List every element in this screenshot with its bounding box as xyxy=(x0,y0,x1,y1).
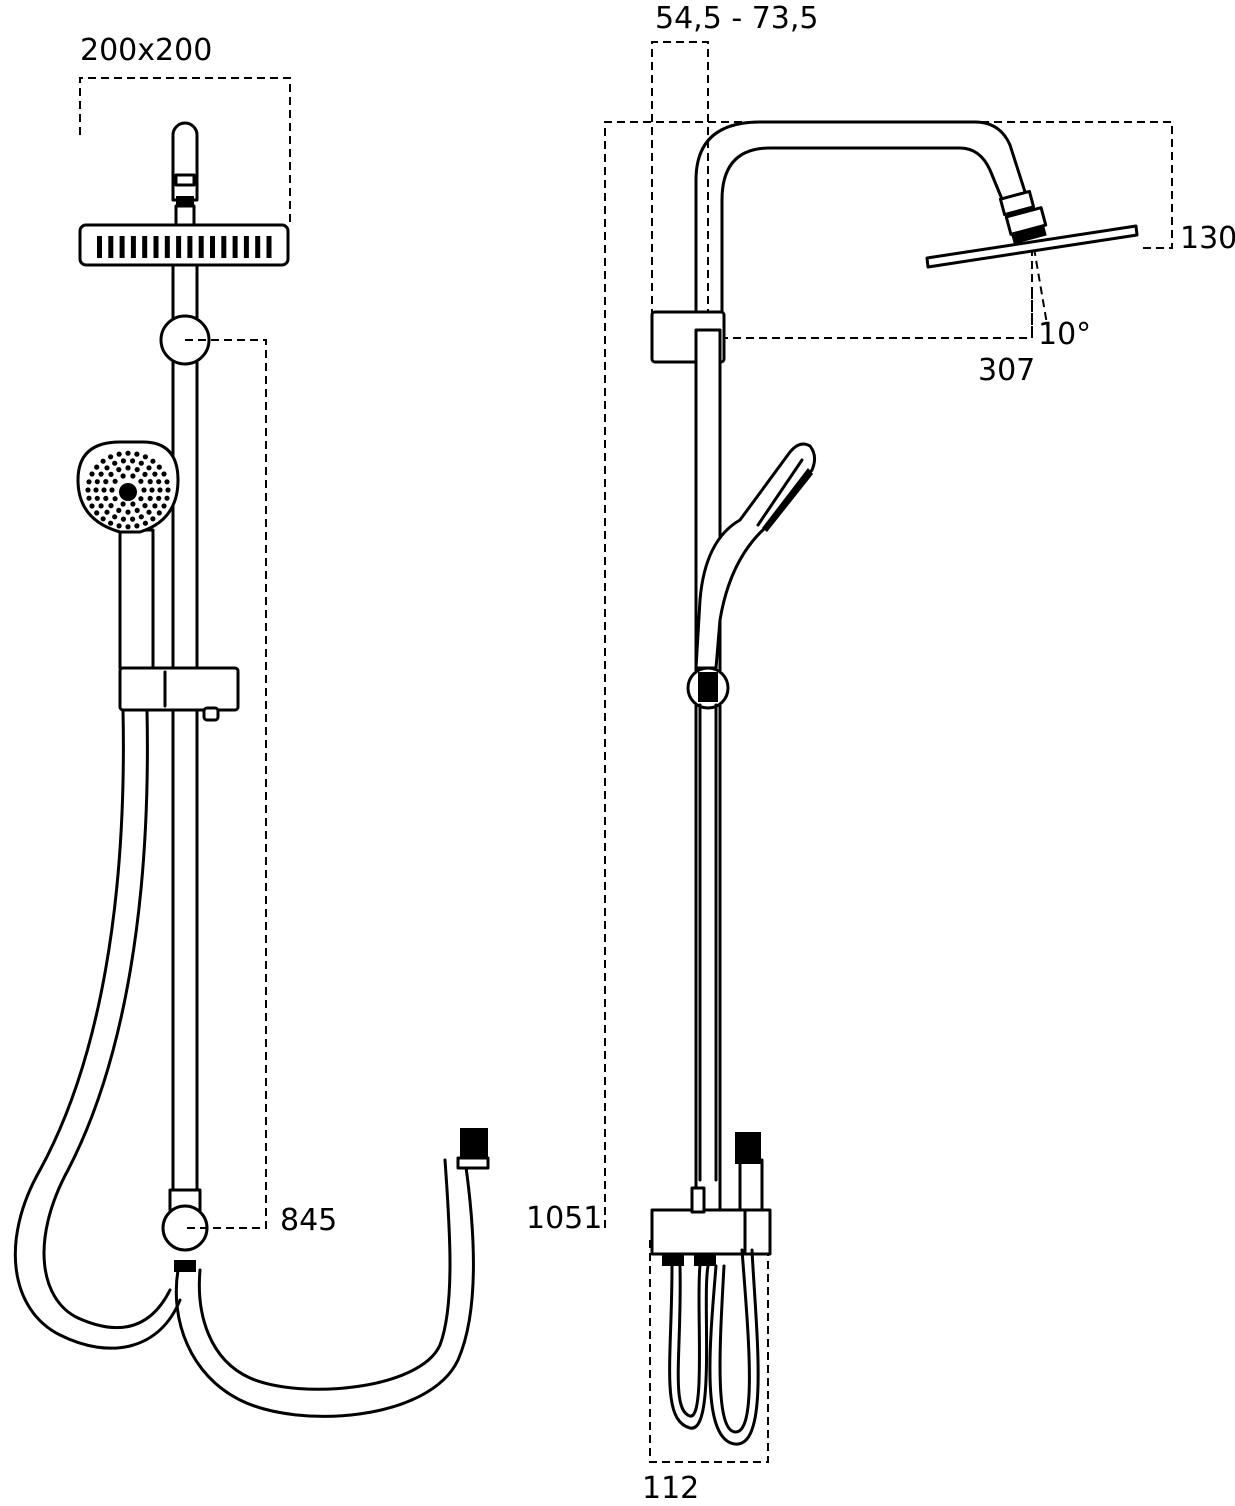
side-mixer xyxy=(650,1132,772,1266)
front-rail xyxy=(171,263,199,1207)
label-head-size: 200x200 xyxy=(80,33,213,68)
front-rain-head xyxy=(78,223,290,267)
label-rail-pitch: 845 xyxy=(280,1203,338,1238)
side-hand-shower xyxy=(694,442,817,670)
front-diverter xyxy=(161,1188,209,1272)
side-head-joint xyxy=(998,189,1048,245)
label-offset-range: 54,5 - 73,5 xyxy=(655,1,819,36)
label-head-tilt: 10° xyxy=(1038,317,1092,352)
label-arm-projection: 307 xyxy=(978,353,1036,388)
label-head-height: 130 xyxy=(1180,221,1235,256)
front-hand-shower xyxy=(76,440,180,670)
front-slider xyxy=(118,666,240,722)
front-view xyxy=(13,77,490,1418)
side-rain-head xyxy=(925,224,1139,269)
side-view xyxy=(604,41,1173,1463)
side-shower-arm xyxy=(694,120,1028,332)
label-mixer-depth: 112 xyxy=(642,1471,700,1506)
label-total-height: 1051 xyxy=(526,1201,603,1236)
front-shower-arm xyxy=(171,121,199,202)
